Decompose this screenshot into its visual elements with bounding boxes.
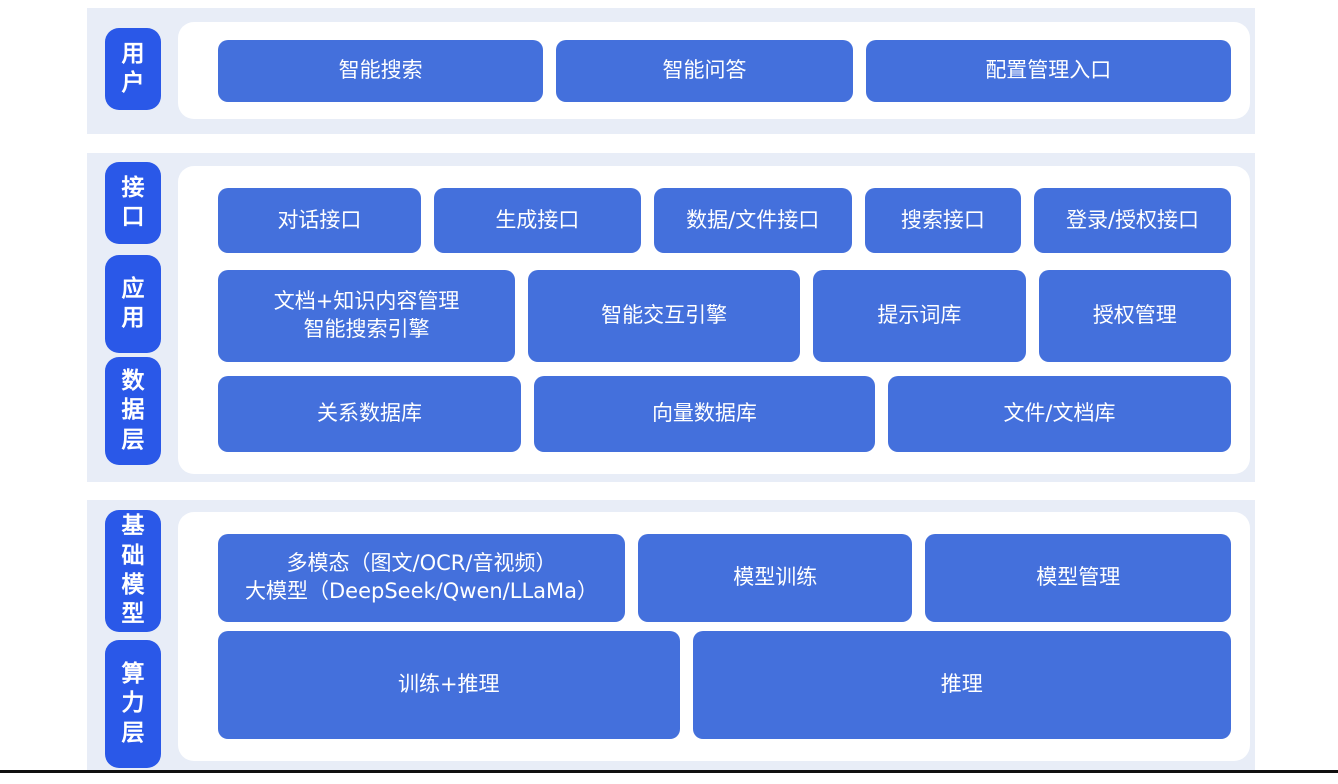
data-layer-row: 关系数据库 向量数据库 文件/文档库 bbox=[218, 376, 1231, 452]
node-smart-search: 智能搜索 bbox=[218, 39, 544, 102]
node-doc-knowledge-search-engine: 文档+知识内容管理 智能搜索引擎 bbox=[218, 270, 516, 362]
layer-chip-label: 用户 bbox=[121, 40, 145, 96]
node-config-entry: 配置管理入口 bbox=[865, 39, 1231, 102]
layer-chip-application: 应用 bbox=[105, 255, 161, 353]
interface-layer-row: 对话接口 生成接口 数据/文件接口 搜索接口 登录/授权接口 bbox=[218, 188, 1231, 253]
application-layer-row: 文档+知识内容管理 智能搜索引擎 智能交互引擎 提示词库 授权管理 bbox=[218, 270, 1231, 362]
node-model-management: 模型管理 bbox=[925, 534, 1231, 622]
layer-chip-user: 用户 bbox=[105, 28, 161, 110]
section-user-layer: 用户 智能搜索 智能问答 配置管理入口 bbox=[87, 8, 1255, 134]
node-generation-api: 生成接口 bbox=[433, 188, 641, 253]
section-bottom-layers: 基础模型 算力层 多模态（图文/OCR/音视频） 大模型（DeepSeek/Qw… bbox=[87, 500, 1255, 770]
node-prompt-library: 提示词库 bbox=[813, 270, 1026, 362]
node-multimodal-llm: 多模态（图文/OCR/音视频） 大模型（DeepSeek/Qwen/LLaMa） bbox=[218, 534, 626, 622]
node-dialog-api: 对话接口 bbox=[218, 188, 421, 253]
foundation-model-row: 多模态（图文/OCR/音视频） 大模型（DeepSeek/Qwen/LLaMa）… bbox=[218, 534, 1231, 622]
layer-chip-data: 数据层 bbox=[105, 357, 161, 465]
node-login-auth-api: 登录/授权接口 bbox=[1034, 188, 1231, 253]
user-layer-panel: 智能搜索 智能问答 配置管理入口 bbox=[178, 22, 1250, 119]
layer-chip-foundation-model: 基础模型 bbox=[105, 510, 161, 632]
layer-chip-label: 数据层 bbox=[121, 367, 145, 453]
node-file-doc-store: 文件/文档库 bbox=[887, 376, 1231, 452]
section-middle-layers: 接口 应用 数据层 对话接口 生成接口 数据/文件接口 搜索接口 登录/授权接口… bbox=[87, 153, 1255, 482]
node-interaction-engine: 智能交互引擎 bbox=[528, 270, 801, 362]
middle-layers-panel: 对话接口 生成接口 数据/文件接口 搜索接口 登录/授权接口 文档+知识内容管理… bbox=[178, 166, 1250, 474]
layer-chip-label: 接口 bbox=[121, 174, 145, 230]
node-inference: 推理 bbox=[692, 631, 1231, 739]
layer-chip-label: 基础模型 bbox=[121, 513, 145, 628]
node-search-api: 搜索接口 bbox=[864, 188, 1022, 253]
user-layer-row: 智能搜索 智能问答 配置管理入口 bbox=[218, 39, 1231, 102]
node-smart-qa: 智能问答 bbox=[556, 39, 853, 102]
node-auth-management: 授权管理 bbox=[1038, 270, 1231, 362]
layer-chip-label: 算力层 bbox=[121, 660, 145, 746]
compute-layer-row: 训练+推理 推理 bbox=[218, 631, 1231, 739]
layer-chip-interface: 接口 bbox=[105, 162, 161, 244]
node-model-training: 模型训练 bbox=[638, 534, 913, 622]
bottom-layers-panel: 多模态（图文/OCR/音视频） 大模型（DeepSeek/Qwen/LLaMa）… bbox=[178, 512, 1250, 761]
node-vector-db: 向量数据库 bbox=[533, 376, 875, 452]
layer-chip-compute: 算力层 bbox=[105, 640, 161, 768]
node-relational-db: 关系数据库 bbox=[218, 376, 521, 452]
node-train-plus-inference: 训练+推理 bbox=[218, 631, 680, 739]
bottom-divider bbox=[0, 770, 1338, 773]
layer-chip-label: 应用 bbox=[121, 275, 145, 331]
node-data-file-api: 数据/文件接口 bbox=[653, 188, 852, 253]
